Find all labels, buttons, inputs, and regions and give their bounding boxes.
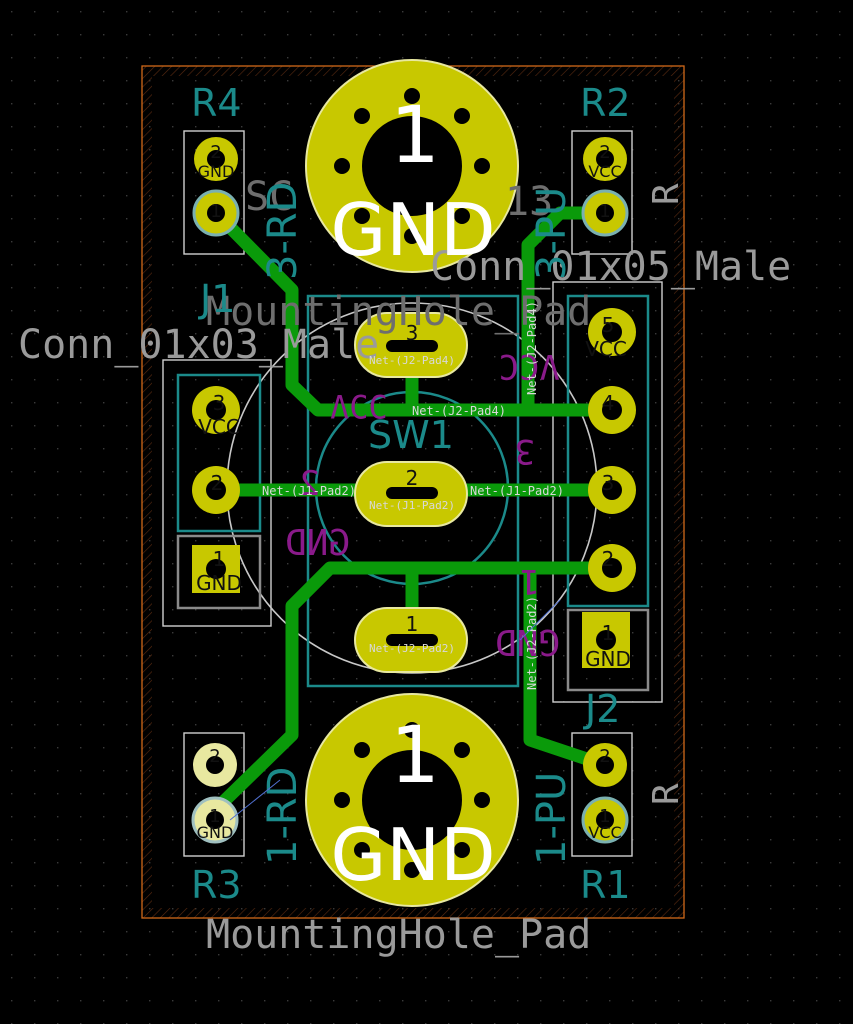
ratsnest [229, 599, 561, 821]
mh-text: 1 GND 1 GND [330, 91, 495, 897]
mh-bottom-net: GND [330, 813, 495, 897]
track-j2-2b [523, 561, 612, 772]
ref-r3: R3 [191, 863, 242, 907]
ref-r1: R1 [580, 863, 631, 907]
track-labels: Net-(J2-Pad4) Net-(J1-Pad2) Net-(J1-Pad2… [262, 301, 564, 690]
label-rd-bottom: 1-RD [260, 767, 306, 865]
pad-r2-1-num: 1 [599, 201, 610, 222]
value-r-top: R [646, 183, 687, 205]
pad-j2-1-net: GND [585, 647, 631, 671]
pad-r3-1-num: 1 [209, 806, 220, 827]
pad-j2-5-net: VCC [585, 337, 627, 361]
pad-j1-1-num: 1 [213, 547, 226, 571]
mounting-hole-bottom [305, 693, 519, 907]
pad-r2-2-net: VCC [588, 162, 621, 181]
label-pu-bottom: 1-PU [529, 772, 575, 865]
mh-bottom-number: 1 [390, 711, 440, 801]
mag-gnd-left: GND [285, 523, 350, 564]
label-pu-top: 3-PU [529, 187, 575, 280]
mag-vcc-top: VCC [499, 346, 560, 386]
pad-r1-2-num: 2 [599, 746, 610, 767]
value-r-bottom: R [646, 783, 687, 805]
pad-r1-1-net: VCC [588, 823, 621, 842]
track-label-5: Net-(J2-Pad2) [525, 596, 539, 690]
pad-r3-2-num: 2 [209, 746, 220, 767]
track-label-3: Net-(J1-Pad2) [470, 484, 564, 498]
ref-r4: R4 [191, 81, 242, 125]
pad-j2-5-num: 5 [602, 313, 615, 337]
pad-sw-2-net: Net-(J1-Pad2) [369, 499, 455, 512]
pad-sw-1-net: Net-(J2-Pad2) [369, 642, 455, 655]
ref-j1: J1 [198, 277, 235, 321]
pad-j2-1-num: 1 [602, 621, 615, 645]
pad-j1-2-num: 2 [211, 471, 224, 495]
switch-pads [354, 312, 468, 673]
label-rd-top: 3-RD [260, 182, 306, 280]
pad-j1-1-net: GND [196, 571, 242, 595]
mounting-hole-top [305, 59, 519, 273]
pad-sw-2-num: 2 [406, 466, 419, 490]
ref-j2: J2 [583, 687, 620, 731]
pad-j2-4-num: 4 [602, 391, 615, 415]
ref-r2: R2 [580, 81, 631, 125]
mag-vcc-left: VCC [330, 387, 388, 425]
pad-r1-1-num: 1 [599, 806, 610, 827]
silk-refs: R4 R2 R3 R1 J1 J2 SW1 3-RD 3-PU 1-RD 1-P… [191, 81, 631, 907]
pad-j1-3-net: VCC [198, 415, 240, 439]
fab-text: Conn_01x03_Male Conn_01x05_Male Mounting… [18, 174, 791, 958]
mag-gnd-right: GND [495, 621, 560, 662]
value-conn3: Conn_01x03_Male [18, 322, 379, 368]
value-conn5: Conn_01x05_Male [430, 244, 791, 290]
pad-r2-2-num: 2 [599, 142, 610, 163]
pad-sw-3-num: 3 [406, 321, 419, 345]
mag-p1: 3 [515, 431, 535, 471]
square-pads [192, 545, 630, 668]
round-pad-drills [206, 150, 622, 829]
track-label-2: Net-(J1-Pad2) [262, 484, 356, 498]
value-mh-top: MountingHole_Pad [206, 289, 591, 335]
pad-j1-3-num: 3 [213, 391, 226, 415]
pad-sw-3-net: Net-(J2-Pad4) [369, 354, 455, 367]
value-pu-fragment: 13 [505, 179, 553, 225]
value-mh-bottom: MountingHole_Pad [206, 912, 591, 958]
pad-r4-2-num: 2 [210, 142, 221, 163]
pad-r4-1-num: 1 [210, 201, 221, 222]
ref-sw1: SW1 [368, 413, 454, 457]
back-silk: VCC VCC GND GND 3 2 1 [285, 346, 560, 662]
pad-text: 2 GND 1 2 VCC 1 2 1 GND 2 1 VCC 3 VCC 2 … [196, 142, 631, 842]
track-label-4: Net-(J2-Pad4) [412, 404, 506, 418]
pad-j2-3-num: 3 [602, 471, 615, 495]
pad-sw-1-num: 1 [406, 612, 419, 636]
mag-p2: 2 [300, 464, 320, 504]
pad-r3-1-net: GND [197, 823, 234, 842]
mh-top-net: GND [330, 188, 495, 272]
value-sc: SC [245, 174, 293, 220]
mag-p3: 1 [520, 561, 540, 601]
pad-j2-2-num: 2 [602, 547, 615, 571]
pad-r4-2-net: GND [198, 162, 235, 181]
track-j2-2 [208, 561, 619, 817]
mh-top-number: 1 [390, 91, 440, 181]
track-label-1: Net-(J2-Pad4) [525, 301, 539, 395]
